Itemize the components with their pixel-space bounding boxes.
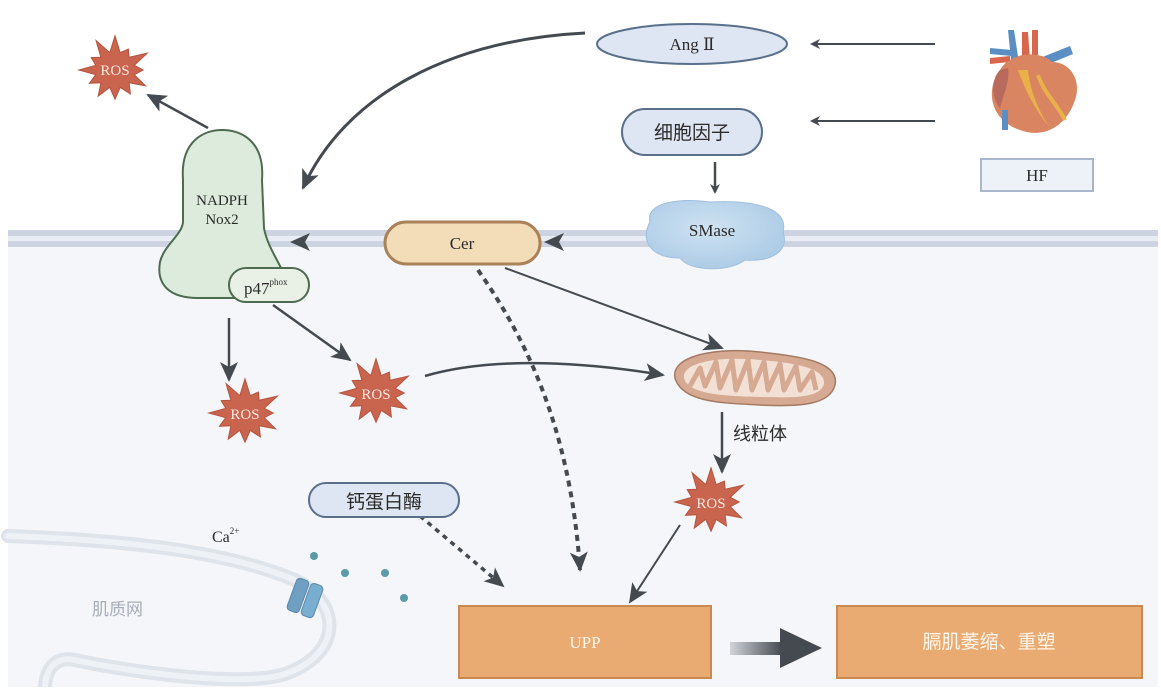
- arrow-nadph-to-ros-top: [146, 93, 209, 130]
- node-smase: SMase: [645, 200, 785, 270]
- node-cytokine: 细胞因子: [621, 108, 763, 156]
- node-calpain: 钙蛋白酶: [308, 482, 460, 518]
- ang2-label: Ang Ⅱ: [669, 35, 714, 54]
- node-outcome: 膈肌萎缩、重塑: [836, 605, 1143, 679]
- ros-burst-shape: [206, 377, 279, 444]
- node-upp: UPP: [458, 605, 712, 679]
- arrow-p47-to-ros-mid: [272, 303, 352, 362]
- outcome-label: 膈肌萎缩、重塑: [922, 631, 1055, 653]
- ros-mid-label: ROS: [361, 387, 390, 403]
- arrow-ros-to-mito: [424, 361, 665, 381]
- node-hf: HF: [980, 158, 1094, 192]
- arrow-cer-to-upp-dashed: [476, 268, 588, 572]
- calpain-label: 钙蛋白酶: [346, 491, 422, 513]
- node-nadph-nox2: NADPH Nox2: [158, 128, 288, 299]
- hf-label: HF: [1026, 166, 1048, 185]
- nox2-label: Nox2: [205, 212, 238, 228]
- ros-mito: ROS: [672, 466, 745, 533]
- cytokine-label: 细胞因子: [654, 122, 730, 144]
- arrow-cer-to-mito: [504, 267, 724, 351]
- ros-top-label: ROS: [100, 63, 129, 79]
- arrow-upp-to-outcome: [730, 628, 822, 668]
- heart-icon: [990, 30, 1078, 133]
- smase-label: SMase: [689, 221, 735, 240]
- ros-burst-shape: [672, 466, 745, 533]
- calcium-label: Ca2+: [212, 526, 239, 546]
- node-ceramide: Cer: [383, 220, 542, 266]
- arrow-calpain-to-upp-dashed: [418, 514, 505, 588]
- p47-label: p47phox: [244, 277, 288, 298]
- ros-left-label: ROS: [230, 407, 259, 423]
- mito-label: 线粒体: [733, 424, 787, 444]
- ros-left: ROS: [206, 377, 279, 444]
- cell-membrane: [8, 230, 1158, 247]
- ros-mito-label: ROS: [696, 496, 725, 512]
- sr-label: 肌质网: [92, 600, 143, 619]
- upp-label: UPP: [569, 633, 600, 652]
- ros-burst-shape: [76, 34, 149, 101]
- arrow-ros-to-upp: [628, 524, 681, 604]
- mitochondrion-icon: [674, 349, 837, 407]
- calcium-ions: [310, 552, 408, 602]
- ros-burst-shape: [337, 357, 410, 424]
- ros-top: ROS: [76, 34, 149, 101]
- edges: [146, 31, 935, 668]
- cer-label: Cer: [450, 234, 475, 253]
- ros-mid: ROS: [337, 357, 410, 424]
- nadph-label: NADPH: [196, 193, 248, 209]
- node-ang2: Ang Ⅱ: [596, 23, 788, 65]
- calcium-channel-icon: [286, 577, 324, 619]
- arrow-ang2-to-nadph: [301, 31, 586, 190]
- node-p47phox: p47phox: [228, 267, 310, 303]
